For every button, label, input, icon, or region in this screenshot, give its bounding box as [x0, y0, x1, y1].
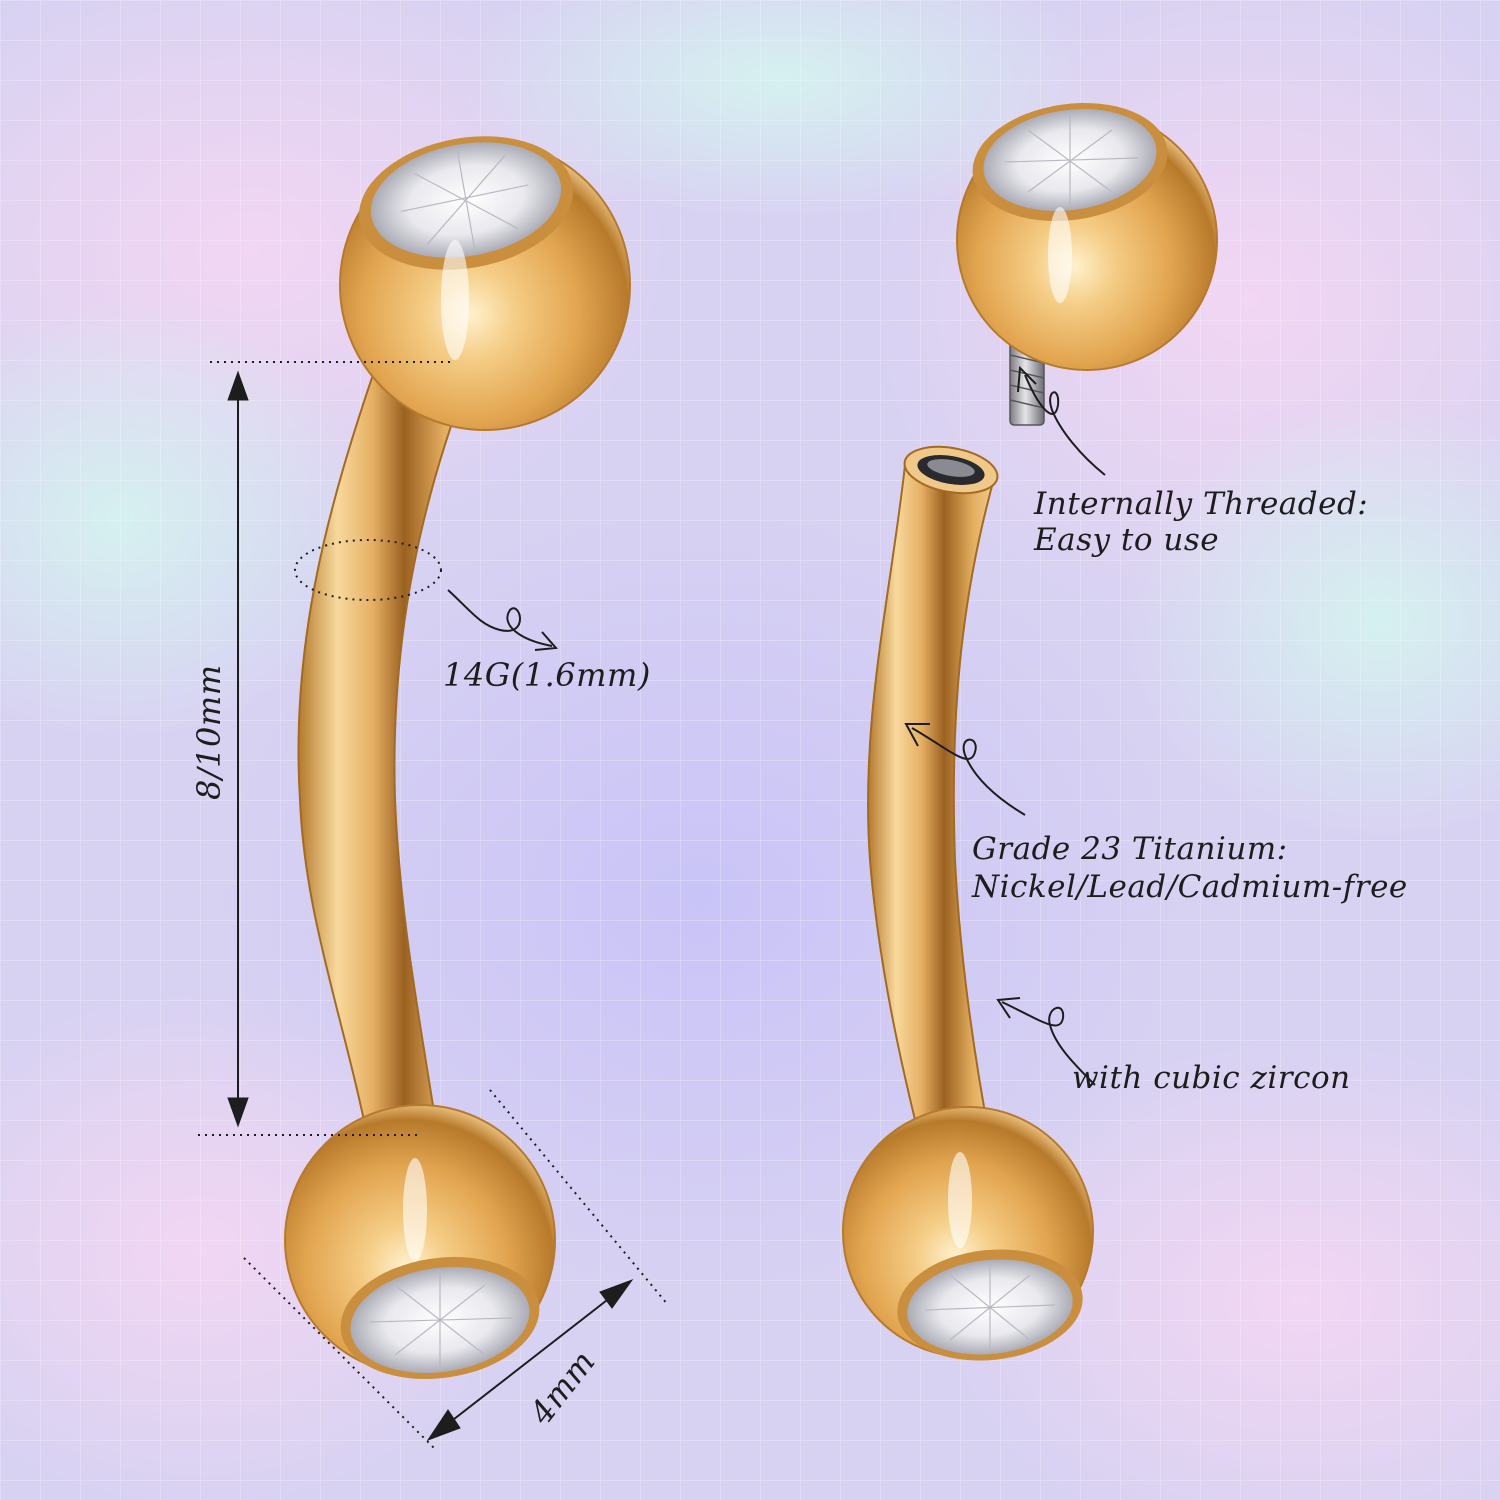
right-barbell: [842, 102, 1218, 1361]
length-label: 8/10mm: [190, 664, 228, 800]
zircon-label: with cubic zircon: [1072, 1060, 1351, 1096]
threaded-label: Internally Threaded: Easy to use: [1034, 486, 1368, 558]
titanium-label: Grade 23 Titanium: Nickel/Lead/Cadmium-f…: [972, 830, 1408, 906]
titanium-line1: Grade 23 Titanium:: [972, 831, 1288, 867]
left-barbell: [284, 136, 631, 1380]
gauge-label: 14G(1.6mm): [443, 656, 651, 694]
ball-dimension: [243, 1089, 669, 1451]
threaded-line2: Easy to use: [1034, 522, 1220, 558]
length-dimension: [198, 361, 455, 1136]
gauge-callout: [294, 539, 559, 651]
callout-arrows: [904, 365, 1106, 1086]
threaded-line1: Internally Threaded:: [1034, 486, 1369, 522]
titanium-line2: Nickel/Lead/Cadmium-free: [972, 869, 1408, 905]
